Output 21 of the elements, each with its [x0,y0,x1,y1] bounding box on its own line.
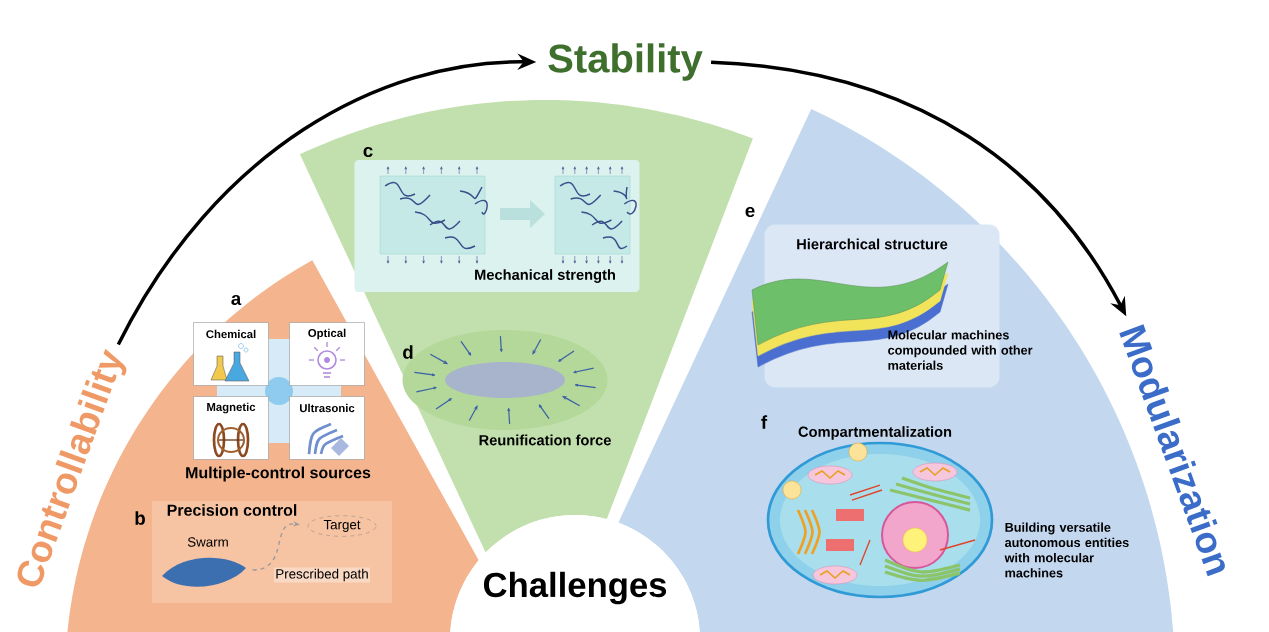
panel-heading: Hierarchical structure [797,238,948,250]
box-label: Chemical [206,329,256,339]
description-text: Molecular machines compounded with other materials [888,330,1033,370]
panel-letter: f [761,415,768,429]
panel-caption: Reunification force [479,434,611,446]
panel-heading: Precision control [167,504,297,516]
panel-letter: e [745,206,755,218]
swarm-label: Swarm [187,537,228,547]
section-title: Stability [548,43,703,81]
panel-letter: a [231,294,242,306]
panel-letter: d [403,345,413,359]
panel-caption: Mechanical strength [475,269,615,283]
edge-label: Prescribed path [274,567,371,583]
box-label: Ultrasonic [300,403,355,413]
panel-caption: Multiple-control sources [186,466,371,482]
center-title: Challenges [483,571,667,605]
box-label: Optical [308,328,346,340]
panel-heading: Compartmentalization [798,426,952,440]
panel-letter: b [135,511,145,525]
box-label: Magnetic [207,402,256,414]
panel-letter: c [363,146,373,158]
